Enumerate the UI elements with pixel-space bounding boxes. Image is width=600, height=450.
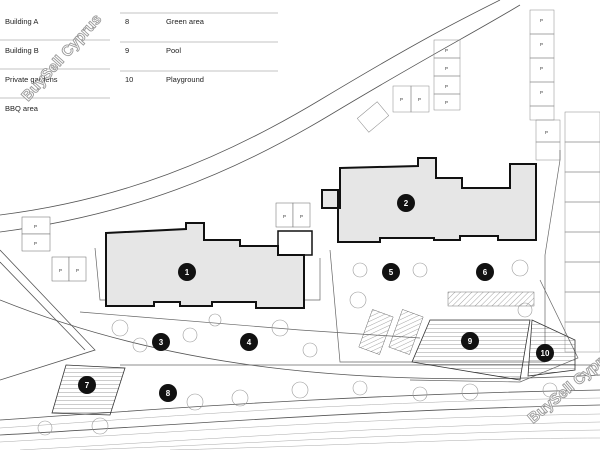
legend-label-playground: Playground [166, 75, 204, 84]
parking-label: P [76, 268, 79, 273]
parking-plots [21, 202, 311, 282]
marker-7: 7 [78, 376, 96, 394]
parking-labels: P P P P P P P P P P P P P P P P P [34, 18, 548, 273]
marker-1-label: 1 [185, 268, 190, 277]
legend-number-10: 10 [125, 75, 133, 84]
parking-label: P [400, 97, 403, 102]
marker-10-label: 10 [541, 349, 550, 358]
legend-label-pool: Pool [166, 46, 181, 55]
parking-space [68, 256, 87, 282]
terrain-contours [0, 397, 600, 450]
marker-3: 3 [152, 333, 170, 351]
parking-label: P [445, 48, 448, 53]
parking-label: P [540, 90, 543, 95]
parking-label: P [540, 66, 543, 71]
legend-label-bbq-area: BBQ area [5, 104, 39, 113]
pool-area [411, 319, 531, 381]
legend-number-8: 8 [125, 17, 129, 26]
building-b [321, 157, 537, 243]
parking-space [292, 202, 311, 228]
area-markers: 1 2 3 4 5 6 7 8 [78, 194, 554, 402]
parking-label: P [59, 268, 62, 273]
parking-space [21, 233, 51, 252]
marker-1: 1 [178, 263, 196, 281]
legend-label-building-b: Building B [5, 46, 39, 55]
legend-number-9: 9 [125, 46, 129, 55]
building-a [105, 222, 305, 309]
marker-5-label: 5 [389, 268, 394, 277]
marker-5: 5 [382, 263, 400, 281]
parking-label: P [445, 84, 448, 89]
marker-9: 9 [461, 332, 479, 350]
marker-6-label: 6 [483, 268, 488, 277]
legend: Building A Building B Private gardens BB… [0, 12, 278, 113]
neighbouring-plots [356, 9, 600, 353]
parking-label: P [300, 214, 303, 219]
parking-label: P [445, 100, 448, 105]
parking-label: P [34, 241, 37, 246]
legend-label-building-a: Building A [5, 17, 38, 26]
legend-label-private-gardens: Private gardens [5, 75, 58, 84]
parking-label: P [283, 214, 286, 219]
marker-9-label: 9 [468, 337, 473, 346]
roads [0, 0, 600, 436]
marker-2-label: 2 [404, 199, 409, 208]
garden-trees [37, 259, 558, 436]
building-a-annex [277, 230, 313, 256]
marker-4: 4 [240, 333, 258, 351]
parking-label: P [540, 42, 543, 47]
parking-label: P [540, 18, 543, 23]
parking-label: P [418, 97, 421, 102]
sun-loungers [358, 291, 535, 355]
legend-label-green-area: Green area [166, 17, 205, 26]
marker-2: 2 [397, 194, 415, 212]
marker-8-label: 8 [166, 389, 171, 398]
marker-6: 6 [476, 263, 494, 281]
marker-8: 8 [159, 384, 177, 402]
parking-label: P [34, 224, 37, 229]
marker-10: 10 [536, 344, 554, 362]
marker-3-label: 3 [159, 338, 164, 347]
parking-label: P [445, 66, 448, 71]
marker-4-label: 4 [247, 338, 252, 347]
parking-label: P [545, 130, 548, 135]
marker-7-label: 7 [85, 381, 90, 390]
